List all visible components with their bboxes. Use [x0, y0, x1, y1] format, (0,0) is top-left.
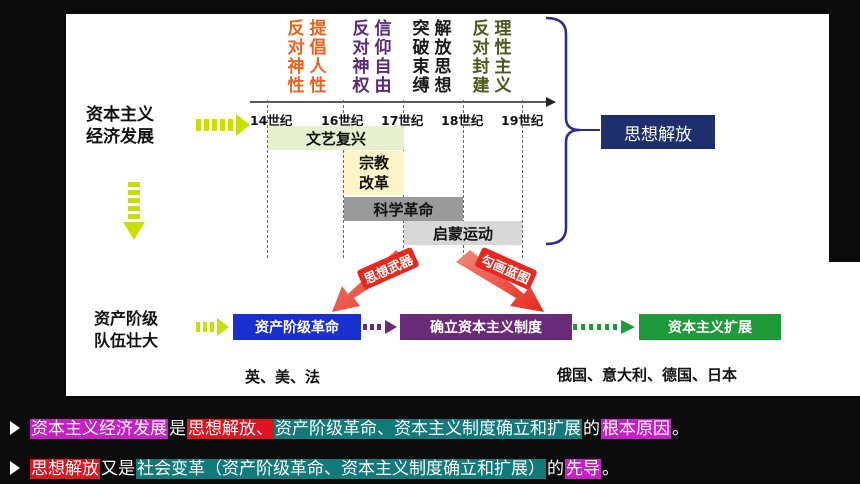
- timeline-axis: [250, 97, 556, 107]
- movement-reformation-label: 宗教改革: [358, 154, 389, 192]
- note2-part2: 又是: [101, 459, 135, 479]
- stage-arrow-1: [196, 318, 229, 336]
- note2-part6: 。: [602, 459, 619, 479]
- note-line-1: 资本主义经济发展是思想解放、资产阶级革命、资本主义制度确立和扩展的根本原因。: [10, 414, 690, 439]
- movement-enlightenment: 启蒙运动: [404, 221, 522, 245]
- bullet-icon: [10, 421, 22, 435]
- label-freedom-of-belief: 信仰自由: [374, 19, 392, 96]
- century-17: 17世纪: [381, 113, 424, 128]
- label-anti-feudalism: 反对封建: [472, 19, 490, 96]
- note1-part4: 资产阶级革命、资本主义制度确立和扩展: [274, 419, 582, 439]
- movement-renaissance-label: 文艺复兴: [305, 129, 366, 148]
- left-block-economy: 资本主义 经济发展: [86, 104, 154, 148]
- bullet-icon: [10, 461, 22, 475]
- guide-14: [267, 100, 268, 258]
- note2-part4: 的: [547, 459, 564, 479]
- note2-part1: 思想解放: [30, 459, 100, 479]
- left-block-line1: 资本主义: [86, 105, 154, 125]
- guide-18: [463, 100, 464, 258]
- label-break-bonds: 突破束缚: [412, 19, 430, 96]
- label-anti-divinity: 反对神性: [287, 19, 305, 96]
- stage-bourgeois-revolution-label: 资产阶级革命: [255, 320, 339, 336]
- countries-left: 英、美、法: [245, 368, 321, 386]
- stage-capitalism-expansion-label: 资本主义扩展: [668, 320, 752, 336]
- label-promote-humanity: 提倡人性: [309, 19, 327, 96]
- label-anti-theocracy: 反对神权: [352, 19, 370, 96]
- note2-part5: 先导: [565, 459, 601, 479]
- label-liberate-thought: 解放思想: [434, 19, 452, 96]
- note1-part2: 是: [169, 419, 186, 439]
- note-line-2: 思想解放又是社会变革（资产阶级革命、资本主义制度确立和扩展）的先导。: [10, 454, 620, 479]
- bracket: [545, 16, 600, 246]
- note2-part3: 社会变革（资产阶级革命、资本主义制度确立和扩展）: [136, 459, 546, 479]
- dotted-arrow-right: [196, 114, 250, 136]
- movement-renaissance: 文艺复兴: [268, 126, 404, 150]
- century-18: 18世纪: [441, 113, 484, 128]
- movement-reformation: 宗教改革: [344, 151, 404, 195]
- countries-right: 俄国、意大利、德国、日本: [557, 366, 738, 384]
- bottom-left-line2: 队伍壮大: [94, 331, 159, 350]
- note1-part7: 。: [672, 419, 689, 439]
- guide-19: [522, 100, 523, 258]
- guide-16: [343, 100, 344, 258]
- stage-arrow-3: [573, 320, 635, 334]
- bottom-left-block: 资产阶级 队伍壮大: [94, 308, 158, 352]
- note1-part1: 资本主义经济发展: [30, 419, 168, 439]
- left-block-line2: 经济发展: [86, 127, 154, 147]
- outcome-thought-liberation: 思想解放: [601, 115, 715, 149]
- movement-enlightenment-label: 启蒙运动: [432, 224, 493, 243]
- note1-part6: 根本原因: [601, 419, 671, 439]
- movement-scientific-revolution-label: 科学革命: [373, 200, 434, 219]
- bottom-left-line1: 资产阶级: [94, 309, 159, 328]
- note1-part3: 思想解放、: [187, 419, 274, 439]
- movement-scientific-revolution: 科学革命: [344, 197, 463, 221]
- diagram-panel-extension: [794, 262, 860, 396]
- stage-establish-capitalism: 确立资本主义制度: [400, 314, 572, 340]
- stage-bourgeois-revolution: 资产阶级革命: [233, 314, 361, 340]
- stage-establish-capitalism-label: 确立资本主义制度: [430, 320, 542, 336]
- label-rationalism: 理性主义: [494, 19, 512, 96]
- note1-part5: 的: [583, 419, 600, 439]
- century-16: 16世纪: [321, 113, 364, 128]
- century-14: 14世纪: [250, 113, 293, 128]
- outcome-label: 思想解放: [624, 124, 692, 145]
- stage-capitalism-expansion: 资本主义扩展: [639, 314, 781, 340]
- stage-arrow-2: [363, 320, 397, 334]
- dotted-arrow-down: [123, 182, 145, 240]
